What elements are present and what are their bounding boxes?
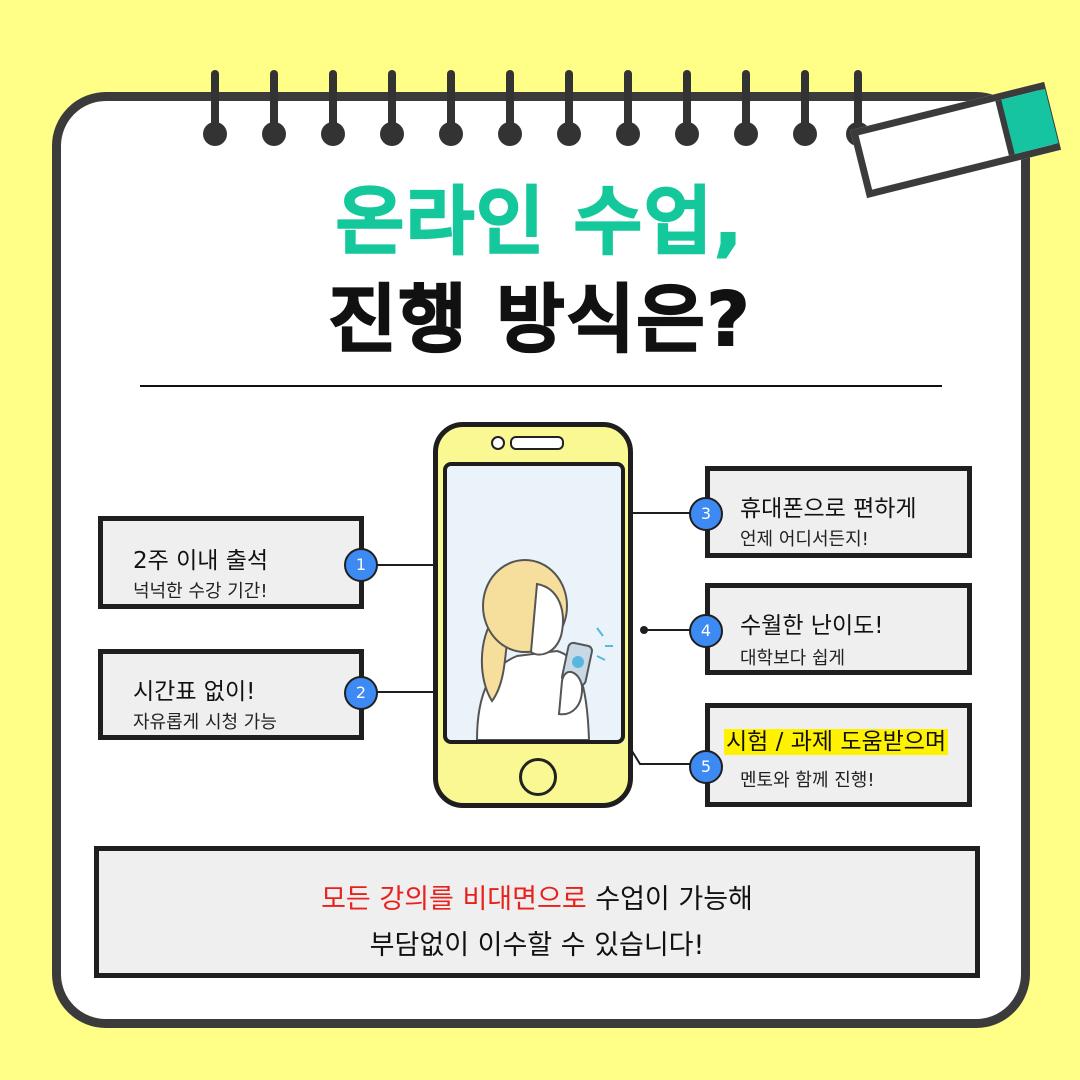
- feature-box-2: 시간표 없이! 자유롭게 시청 가능: [98, 649, 364, 740]
- binder-ring-icon: [321, 70, 345, 148]
- binder-ring-icon: [498, 70, 522, 148]
- feature-title: 휴대폰으로 편하게: [740, 496, 917, 522]
- feature-title: 시험 / 과제 도움받으며: [724, 722, 949, 756]
- phone-screen: [443, 462, 625, 744]
- highlight: 시험 / 과제 도움받으며: [724, 729, 949, 755]
- feature-title: 수월한 난이도!: [740, 613, 884, 639]
- binder-ring-icon: [793, 70, 817, 148]
- feature-title: 2주 이내 출석: [133, 548, 269, 574]
- speaker-icon: [510, 436, 564, 450]
- binder-ring-icon: [203, 70, 227, 148]
- number-badge: 3: [689, 497, 723, 531]
- feature-subtitle: 자유롭게 시청 가능: [133, 712, 277, 733]
- number-badge: 5: [689, 750, 723, 784]
- feature-box-4: 수월한 난이도! 대학보다 쉽게: [705, 583, 972, 675]
- binder-ring-icon: [380, 70, 404, 148]
- summary-rest: 수업이 가능해: [586, 884, 753, 915]
- feature-subtitle: 언제 어디서든지!: [740, 529, 869, 550]
- summary-line-1: 모든 강의를 비대면으로 수업이 가능해: [99, 877, 975, 916]
- summary-box: 모든 강의를 비대면으로 수업이 가능해 부담없이 이수할 수 있습니다!: [94, 846, 980, 978]
- summary-line-2: 부담없이 이수할 수 있습니다!: [369, 930, 705, 961]
- binder-ring-icon: [439, 70, 463, 148]
- title-line-1: 온라인 수업,: [335, 178, 745, 266]
- binder-ring-icon: [262, 70, 286, 148]
- home-button: [519, 758, 557, 796]
- binder-ring-icon: [675, 70, 699, 148]
- binder-ring-icon: [734, 70, 758, 148]
- title-line-2: 진행 방식은?: [327, 276, 752, 364]
- number-badge: 2: [344, 676, 378, 710]
- feature-subtitle: 대학보다 쉽게: [740, 648, 846, 669]
- feature-box-1: 2주 이내 출석 넉넉한 수강 기간!: [98, 516, 364, 609]
- summary-emphasis: 모든 강의를 비대면으로: [321, 884, 587, 915]
- binder-ring-icon: [616, 70, 640, 148]
- person-with-phone-illustration: [475, 559, 613, 740]
- number-badge: 1: [344, 548, 378, 582]
- divider: [140, 385, 942, 387]
- number-badge: 4: [689, 614, 723, 648]
- feature-subtitle: 넉넉한 수강 기간!: [133, 581, 268, 602]
- feature-subtitle: 멘토와 함께 진행!: [740, 770, 875, 791]
- feature-title: 시간표 없이!: [133, 679, 256, 705]
- feature-box-3: 휴대폰으로 편하게 언제 어디서든지!: [705, 466, 972, 558]
- binder-ring-icon: [557, 70, 581, 148]
- feature-box-5: 시험 / 과제 도움받으며 멘토와 함께 진행!: [705, 703, 972, 807]
- camera-icon: [491, 436, 505, 450]
